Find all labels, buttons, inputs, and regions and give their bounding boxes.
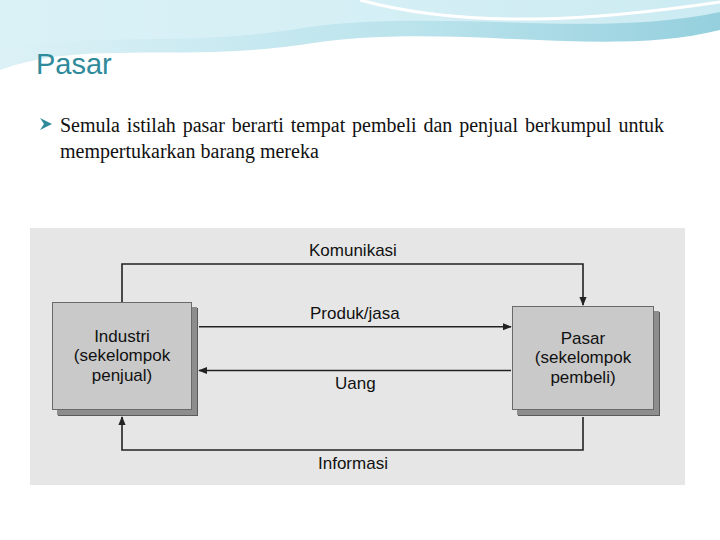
flow-label: Komunikasi <box>305 241 401 261</box>
buyer-box: Pasar (sekelompok pembeli) <box>512 306 654 410</box>
bullet-mark <box>40 118 52 130</box>
scan-background <box>30 228 685 485</box>
seller-box: Industri (sekelompok penjual) <box>52 302 192 410</box>
flow-arrow <box>199 326 511 328</box>
header-swoosh <box>0 0 720 52</box>
slide-title: Pasar <box>36 48 112 81</box>
flow-arrow <box>122 264 583 305</box>
flow-label: Informasi <box>314 454 392 474</box>
box-text: Pasar (sekelompok pembeli) <box>523 329 643 388</box>
node-text-group: Pasar (sekelompok pembeli) <box>523 329 643 388</box>
bullet-text: Semula istilah pasar berarti tempat pemb… <box>60 112 664 164</box>
flow-label: Produk/jasa <box>306 304 404 324</box>
node-text-group: Industri (sekelompok penjual) <box>63 327 181 386</box>
flow-arrow <box>122 417 583 450</box>
box-text: Industri (sekelompok penjual) <box>63 327 181 386</box>
flow-arrow <box>199 370 511 372</box>
flow-label: Uang <box>331 374 380 394</box>
header-line <box>360 0 720 19</box>
